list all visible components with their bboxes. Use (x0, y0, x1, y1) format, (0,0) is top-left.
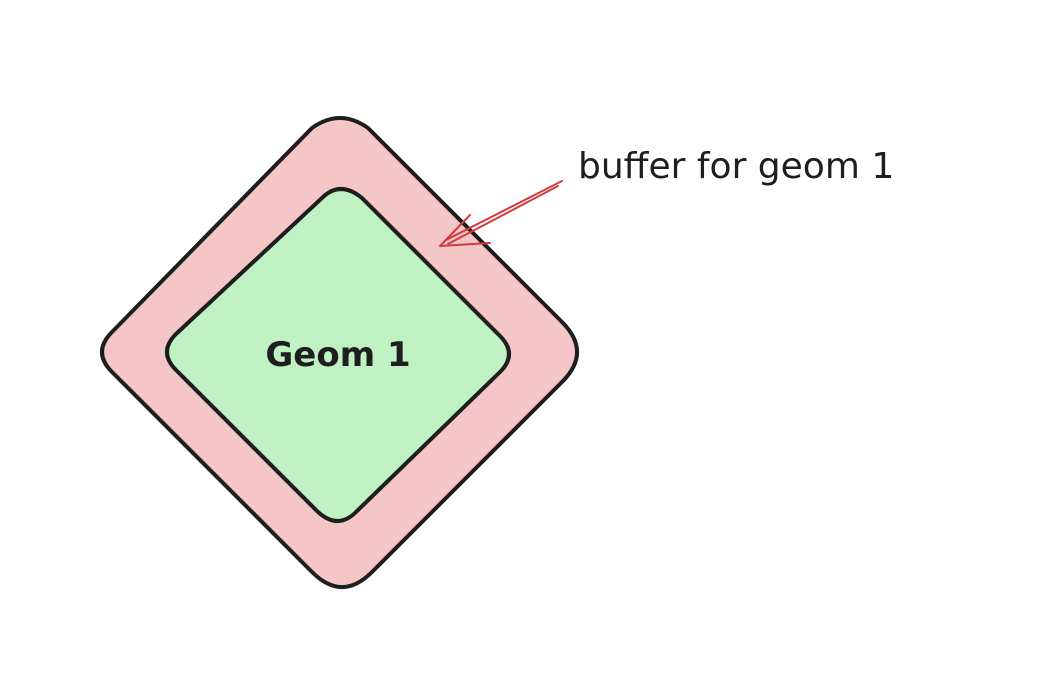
arrow-shaft (445, 180, 563, 241)
arrow-shaft-stroke-2 (447, 185, 559, 245)
arrow-head (439, 214, 491, 247)
geom-label: Geom 1 (265, 335, 410, 375)
geom-shape (165, 187, 511, 523)
annotation-label: buffer for geom 1 (578, 146, 894, 187)
annotation-arrow (439, 180, 563, 247)
